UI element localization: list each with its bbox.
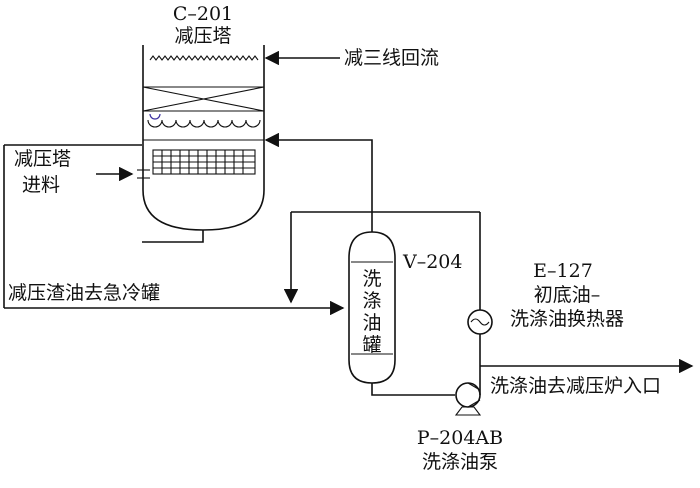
reflux-label: 减三线回流	[344, 47, 439, 69]
column-feed-nozzle	[137, 169, 150, 179]
drum-name-char-4: 罐	[362, 334, 381, 356]
outlet-label: 洗涤油去减压炉入口	[490, 375, 661, 397]
drum-shell	[348, 231, 396, 384]
pump-name: 洗涤油泵	[422, 451, 498, 473]
drum-to-column-return-line	[264, 132, 373, 232]
drum-name-char-3: 油	[362, 312, 381, 334]
wash-oil-drum-v204	[348, 231, 396, 384]
column-tag: C–201	[173, 3, 233, 25]
exchanger-coil	[470, 318, 490, 326]
residue-label: 减压渣油去急冷罐	[8, 282, 160, 304]
drum-tag: V–204	[402, 251, 463, 273]
exchanger-name-line1: 初底油–	[534, 284, 601, 306]
exchanger-shell	[467, 309, 493, 335]
exchanger-tag: E–127	[533, 260, 593, 282]
pump-base	[454, 406, 482, 416]
pump-tag: P–204AB	[417, 427, 503, 449]
column-grid-bed	[152, 149, 256, 175]
pump-body	[455, 382, 481, 408]
bottoms-outlet-line	[142, 230, 204, 243]
feed-label-line1: 减压塔	[14, 148, 71, 170]
heat-exchanger-e127	[467, 309, 493, 335]
column-name: 减压塔	[174, 25, 231, 47]
column-collector-tray	[147, 119, 261, 128]
wash-oil-pump-p204ab	[454, 382, 482, 416]
drum-to-pump-line	[371, 383, 455, 396]
column-packing-bed	[142, 86, 265, 112]
drum-name-char-2: 涤	[362, 290, 381, 312]
exchanger-name-line2: 洗涤油换热器	[510, 308, 624, 330]
column-shell	[142, 45, 265, 231]
column-collector-highlight	[149, 113, 161, 120]
column-distributor	[149, 55, 259, 61]
drum-name-char-1: 洗	[362, 268, 381, 290]
feed-label-line2: 进料	[22, 174, 60, 196]
vacuum-column-c201	[137, 45, 265, 231]
